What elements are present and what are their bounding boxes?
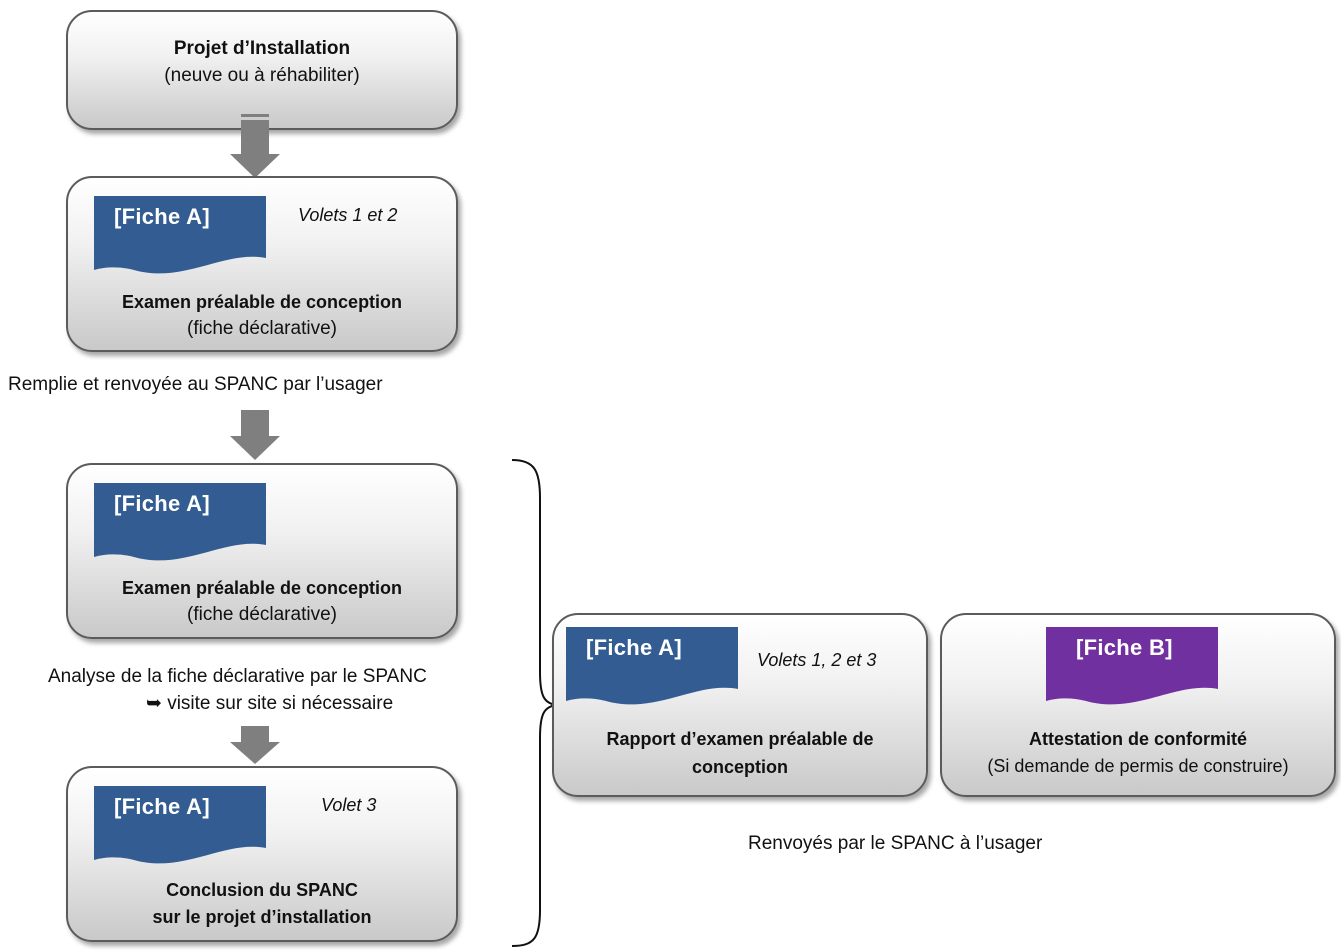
attestation-subtitle: (Si demande de permis de construire) — [987, 756, 1289, 776]
conclusion-spanc-box: [Fiche A] Volet 3 Conclusion du SPANC su… — [66, 766, 458, 942]
fiche-a-label: [Fiche A] — [114, 491, 210, 516]
down-arrow-2 — [230, 410, 280, 460]
volets-label: Volets 1 et 2 — [298, 205, 398, 225]
attestation-title: Attestation de conformité — [1028, 729, 1247, 749]
rapport-title-line1: Rapport d’examen préalable de — [606, 729, 874, 749]
attestation-conformite-box: [Fiche B] Attestation de conformité (Si … — [940, 613, 1336, 797]
volet-label: Volet 3 — [321, 795, 377, 815]
down-arrow-3 — [230, 726, 280, 764]
examen-title: Examen préalable de conception — [121, 578, 403, 598]
rapport-examen-box: [Fiche A] Volets 1, 2 et 3 Rapport d’exa… — [552, 613, 928, 797]
projet-installation-box: Projet d’Installation (neuve ou à réhabi… — [66, 10, 458, 130]
fiche-b-document-icon: [Fiche B] — [1046, 627, 1218, 705]
examen-subtitle: (fiche déclarative) — [187, 318, 337, 339]
curly-brace — [511, 459, 557, 947]
projet-subtitle: (neuve ou à réhabiliter) — [164, 65, 360, 86]
fiche-a-document-icon: [Fiche A] — [94, 483, 266, 561]
fiche-a-label: [Fiche A] — [114, 794, 210, 819]
fiche-a-document-icon: [Fiche A] — [94, 196, 266, 274]
down-arrow-1 — [230, 114, 280, 178]
fiche-a-document-icon: [Fiche A] — [566, 627, 738, 705]
conclusion-title-line1: Conclusion du SPANC — [166, 880, 358, 900]
examen-prealable-box-2: [Fiche A] Examen préalable de conception… — [66, 463, 458, 639]
examen-prealable-box-1: [Fiche A] Volets 1 et 2 Examen préalable… — [66, 176, 458, 352]
rapport-title-line2: conception — [691, 757, 788, 777]
conclusion-title-line2: sur le projet d’installation — [152, 907, 372, 927]
caption-analyse-line2: ➥ visite sur site si nécessaire — [146, 693, 394, 714]
caption-remplie: Remplie et renvoyée au SPANC par l’usage… — [8, 374, 383, 395]
examen-title: Examen préalable de conception — [121, 292, 403, 312]
fiche-a-label: [Fiche A] — [586, 635, 682, 660]
examen-subtitle: (fiche déclarative) — [187, 604, 337, 625]
fiche-a-document-icon: [Fiche A] — [94, 786, 266, 864]
volets-label: Volets 1, 2 et 3 — [757, 650, 877, 670]
projet-title: Projet d’Installation — [173, 38, 351, 59]
fiche-b-label: [Fiche B] — [1076, 635, 1173, 660]
caption-renvoyes: Renvoyés par le SPANC à l’usager — [748, 833, 1043, 854]
caption-analyse-line1: Analyse de la fiche déclarative par le S… — [48, 666, 427, 687]
fiche-a-label: [Fiche A] — [114, 204, 210, 229]
